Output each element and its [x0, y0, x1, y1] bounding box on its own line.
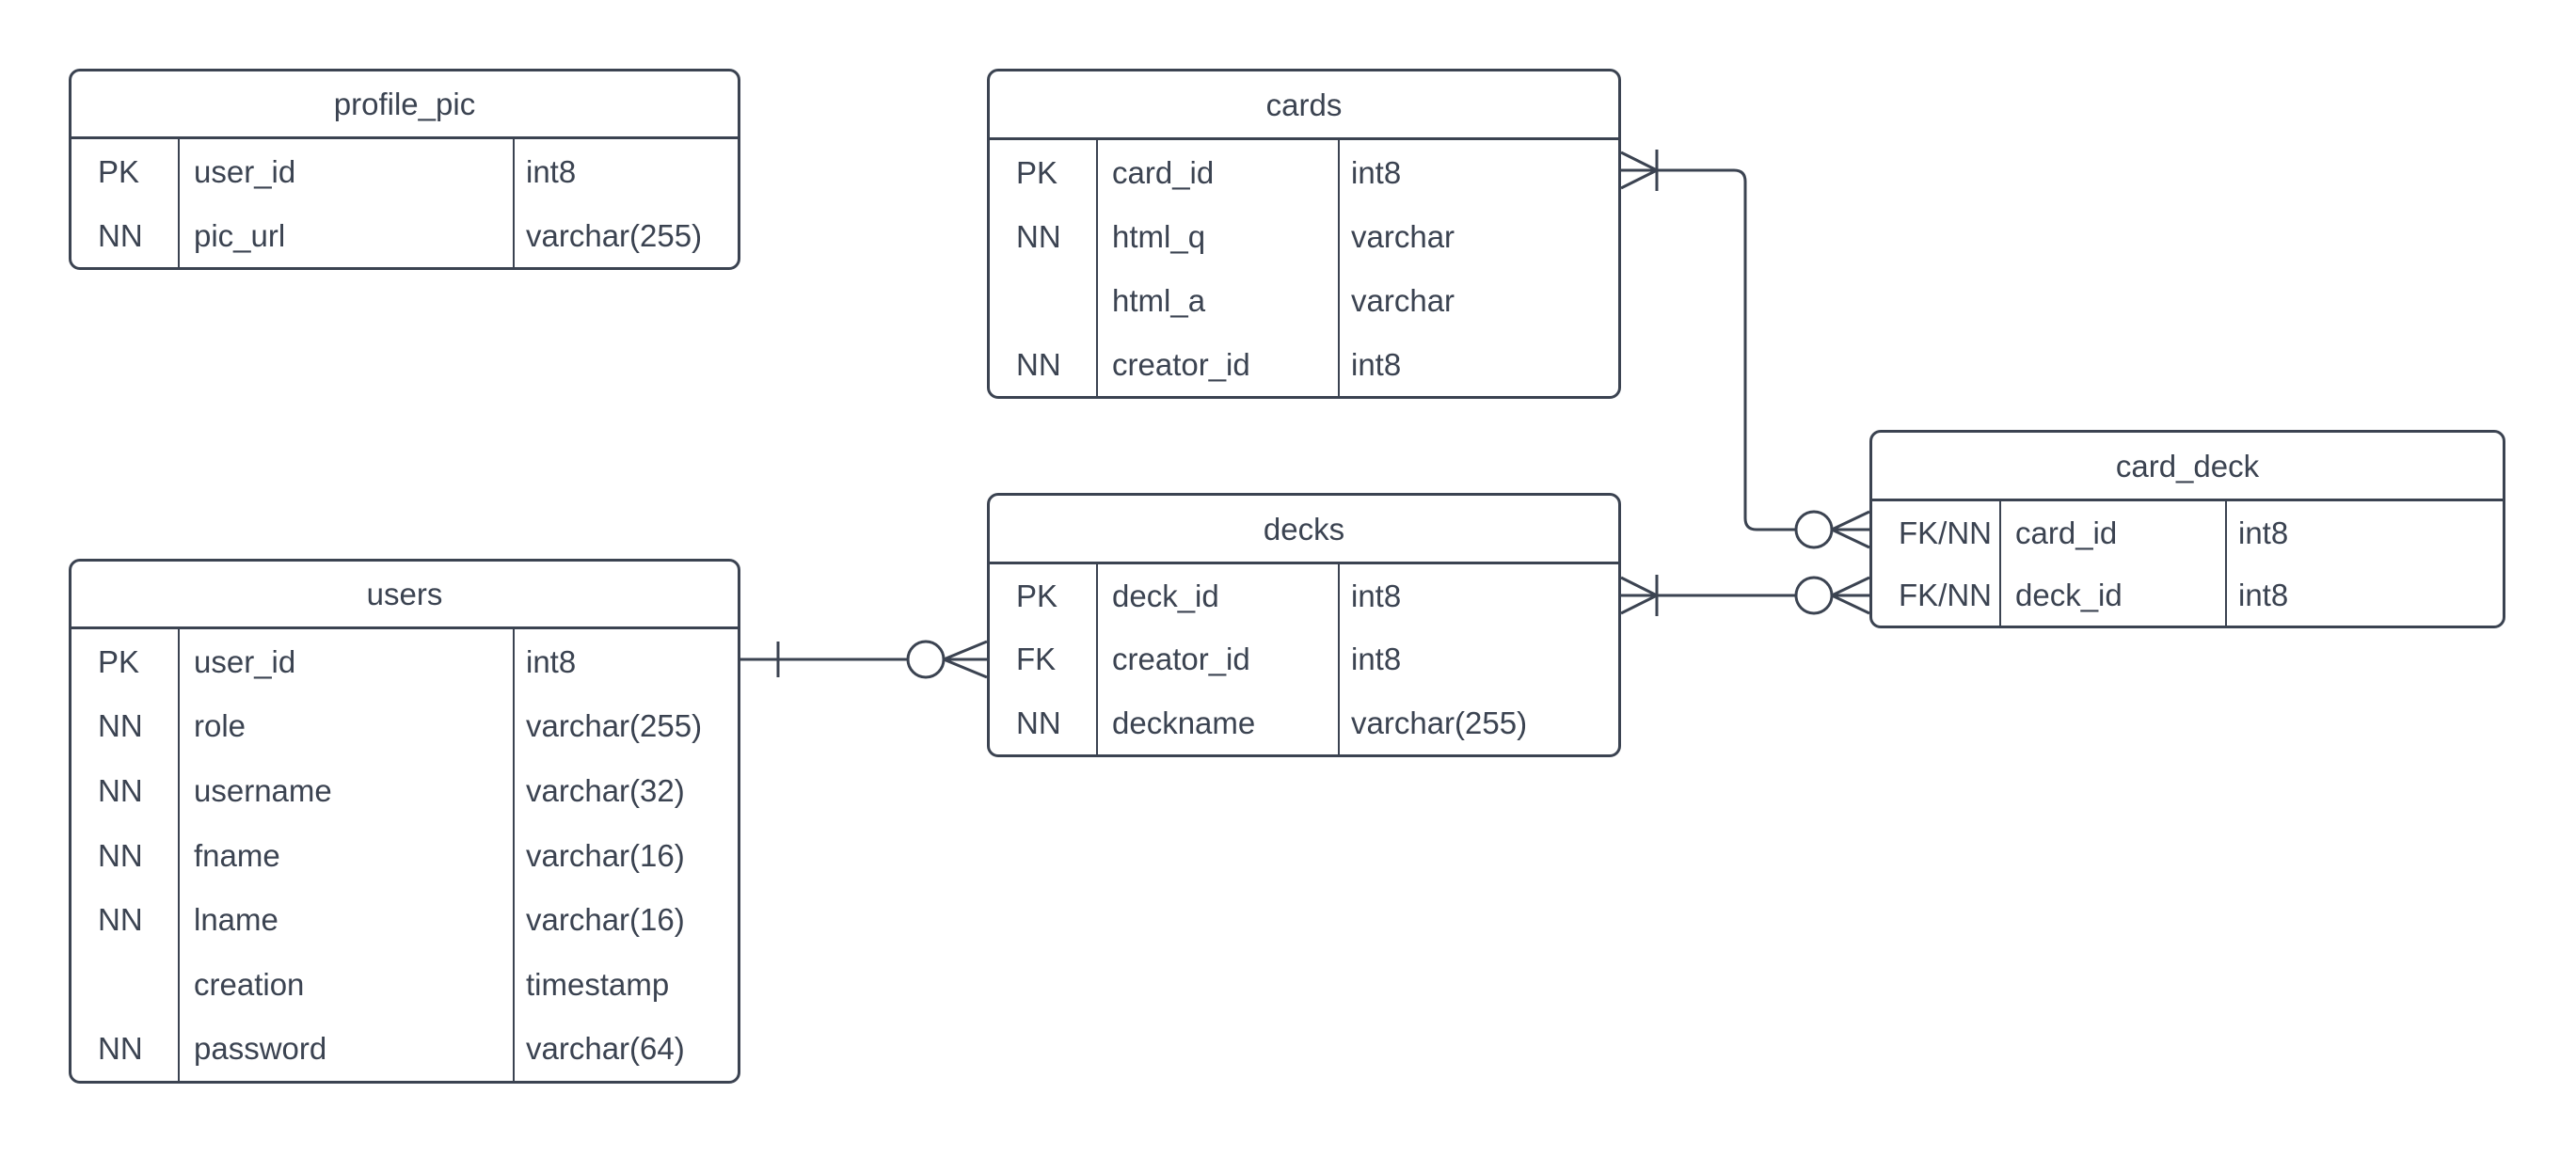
crows-foot-many-icon [1831, 576, 1870, 615]
type-cell: int8 [2238, 577, 2289, 612]
column-name-cell: fname [194, 837, 280, 873]
zero-cardinality-circle-icon [906, 640, 946, 679]
type-cell: int8 [1351, 154, 1402, 190]
entity-decks: decks PK FK NN deck_id creator_id deckna… [987, 493, 1621, 757]
key-cell: NN [98, 217, 143, 253]
type-column: int8 varchar varchar int8 [1340, 140, 1618, 396]
name-column: user_id pic_url [180, 139, 515, 267]
type-cell: varchar(32) [526, 772, 685, 808]
relationship-users-decks [740, 640, 988, 679]
column-name-cell: creator_id [1112, 346, 1250, 382]
key-column: PK FK NN [990, 564, 1098, 754]
column-name-cell: deck_id [2015, 577, 2123, 612]
key-cell: NN [98, 772, 143, 808]
zero-cardinality-circle-icon [1794, 510, 1834, 549]
key-column: PK NN [72, 139, 180, 267]
key-cell: NN [98, 708, 143, 744]
column-name-cell: card_id [1112, 154, 1215, 190]
key-cell: FK [1016, 642, 1057, 677]
type-cell: int8 [1351, 642, 1402, 677]
key-cell: NN [1016, 218, 1061, 254]
column-name-cell: user_id [194, 153, 296, 189]
column-name-cell: user_id [194, 643, 296, 679]
entity-users: users PK NN NN NN NN NN user_id role use… [69, 559, 740, 1084]
column-name-cell: deckname [1112, 705, 1256, 740]
entity-body: PK NN user_id pic_url int8 varchar(255) [72, 139, 738, 267]
entity-title-users: users [72, 562, 738, 629]
zero-cardinality-circle-icon [1794, 576, 1834, 615]
entity-title-card-deck: card_deck [1872, 433, 2503, 501]
type-cell: varchar(255) [526, 217, 703, 253]
crows-foot-many-icon [1831, 510, 1870, 549]
key-cell: PK [1016, 154, 1058, 190]
relationship-line [1621, 168, 1869, 531]
column-name-cell: html_q [1112, 218, 1206, 254]
entity-card-deck: card_deck FK/NN FK/NN card_id deck_id in… [1869, 430, 2505, 628]
type-cell: int8 [526, 153, 577, 189]
type-cell: varchar(255) [526, 708, 703, 744]
type-cell: varchar(16) [526, 837, 685, 873]
relationship-cards-card-deck [1620, 150, 1870, 549]
name-column: card_id html_q html_a creator_id [1098, 140, 1340, 396]
entity-body: FK/NN FK/NN card_id deck_id int8 int8 [1872, 501, 2503, 626]
entity-body: PK FK NN deck_id creator_id deckname int… [990, 564, 1618, 754]
key-cell: NN [98, 1031, 143, 1067]
entity-profile-pic: profile_pic PK NN user_id pic_url int8 v… [69, 69, 740, 270]
column-name-cell: html_a [1112, 282, 1206, 318]
column-name-cell: lname [194, 902, 278, 938]
entity-body: PK NN NN card_id html_q html_a creator_i… [990, 140, 1618, 396]
key-cell: PK [1016, 578, 1058, 614]
type-cell: varchar(255) [1351, 705, 1528, 740]
column-name-cell: deck_id [1112, 578, 1219, 614]
name-column: deck_id creator_id deckname [1098, 564, 1340, 754]
crows-foot-many-icon [1620, 576, 1658, 615]
crows-foot-many-icon [943, 640, 988, 679]
key-cell: NN [1016, 705, 1061, 740]
column-name-cell: creation [194, 966, 305, 1002]
type-column: int8 varchar(255) varchar(32) varchar(16… [515, 629, 738, 1081]
key-cell: NN [98, 837, 143, 873]
entity-body: PK NN NN NN NN NN user_id role username … [72, 629, 738, 1081]
name-column: user_id role username fname lname creati… [180, 629, 515, 1081]
type-cell: varchar [1351, 218, 1455, 254]
type-cell: int8 [1351, 346, 1402, 382]
type-cell: int8 [1351, 578, 1402, 614]
type-column: int8 int8 [2227, 501, 2503, 626]
key-cell [990, 268, 1096, 332]
name-column: card_id deck_id [2001, 501, 2227, 626]
type-column: int8 varchar(255) [515, 139, 738, 267]
entity-title-decks: decks [990, 496, 1618, 564]
column-name-cell: password [194, 1031, 327, 1067]
key-cell: FK/NN [1899, 577, 1992, 612]
key-cell [72, 952, 178, 1017]
key-cell: NN [98, 902, 143, 938]
key-column: PK NN NN [990, 140, 1098, 396]
crows-foot-many-icon [1620, 151, 1658, 190]
relationship-decks-card-deck [1620, 575, 1870, 616]
column-name-cell: card_id [2015, 515, 2118, 550]
key-cell: NN [1016, 346, 1061, 382]
type-cell: varchar [1351, 282, 1455, 318]
type-cell: varchar(64) [526, 1031, 685, 1067]
column-name-cell: username [194, 772, 332, 808]
entity-cards: cards PK NN NN card_id html_q html_a cre… [987, 69, 1621, 399]
type-column: int8 int8 varchar(255) [1340, 564, 1618, 754]
key-column: PK NN NN NN NN NN [72, 629, 180, 1081]
type-cell: int8 [526, 643, 577, 679]
key-cell: PK [98, 153, 140, 189]
key-column: FK/NN FK/NN [1872, 501, 2001, 626]
entity-title-profile-pic: profile_pic [72, 71, 738, 139]
entity-title-cards: cards [990, 71, 1618, 140]
key-cell: PK [98, 643, 140, 679]
key-cell: FK/NN [1899, 515, 1992, 550]
column-name-cell: pic_url [194, 217, 286, 253]
column-name-cell: creator_id [1112, 642, 1250, 677]
type-cell: int8 [2238, 515, 2289, 550]
type-cell: varchar(16) [526, 902, 685, 938]
column-name-cell: role [194, 708, 246, 744]
type-cell: timestamp [526, 966, 670, 1002]
